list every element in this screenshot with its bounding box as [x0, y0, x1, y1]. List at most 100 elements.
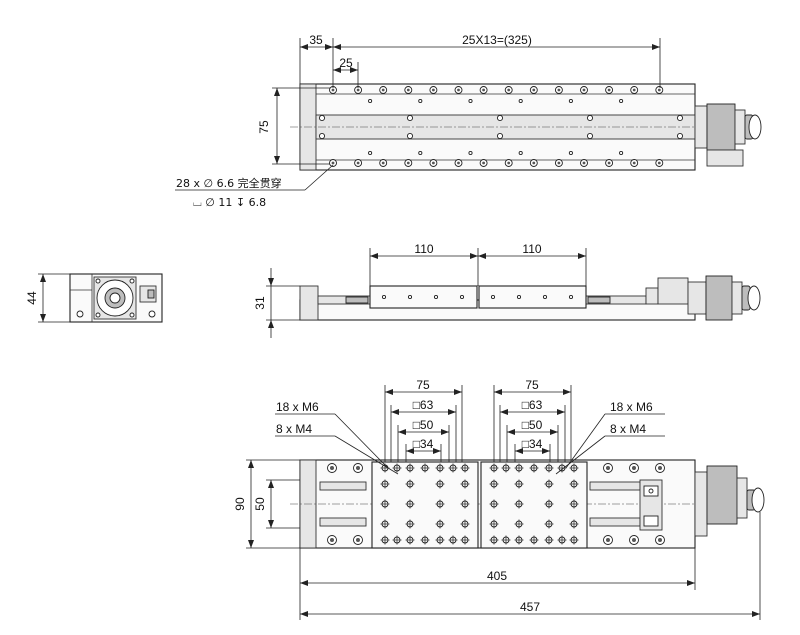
carriage-view-motor	[706, 465, 738, 525]
counterbore-hole-center	[632, 88, 636, 92]
label-m4-right: 8 x M4	[610, 422, 646, 436]
rail-screw	[496, 114, 504, 122]
counterbore-hole-center	[356, 88, 360, 92]
pin-hole	[518, 150, 523, 156]
counterbore-hole-center	[457, 161, 460, 165]
side-carriage-right	[478, 285, 587, 309]
left-dim-63: □63	[413, 398, 434, 412]
dim-50: 50	[253, 497, 267, 511]
side-end-cap	[299, 285, 319, 321]
rail-screw	[676, 132, 684, 140]
base-counterbore-center	[330, 466, 334, 470]
counterbore-hole-center	[557, 161, 561, 165]
right-dim-50: □50	[522, 418, 543, 432]
left-dim-50: □50	[413, 418, 434, 432]
note-thru-holes: 28 x ∅ 6.6 完全贯穿	[176, 176, 282, 190]
base-counterbore-center	[606, 466, 610, 470]
carriage-view-handwheel	[751, 487, 765, 513]
counterbore-hole-center	[381, 161, 385, 165]
top-handwheel	[748, 114, 762, 140]
base-counterbore-center	[658, 538, 662, 542]
side-motor-body	[705, 275, 733, 321]
pin-hole	[368, 98, 373, 104]
counterbore-hole-center	[432, 161, 435, 165]
dim-carriage-1: 110	[414, 242, 433, 256]
carriage-plate-right	[480, 461, 588, 549]
counterbore-hole-center	[657, 161, 661, 165]
dim-end-height: 44	[25, 291, 39, 305]
label-m6-left: 18 x M6	[276, 400, 319, 414]
pin-hole	[568, 150, 573, 156]
carriage-side-hole	[516, 294, 522, 300]
base-counterbore-center	[632, 538, 636, 542]
carriage-view-base-holes	[327, 463, 665, 545]
counterbore-hole-center	[532, 161, 536, 165]
counterbore-hole-center	[607, 88, 611, 92]
pin-hole	[418, 150, 423, 156]
carriage-side-hole	[490, 294, 496, 300]
right-dim-63: □63	[522, 398, 543, 412]
note-counterbore: ⌴ ∅ 11 ↧ 6.8	[193, 196, 266, 209]
pin-hole	[468, 98, 473, 104]
counterbore-hole-center	[607, 161, 611, 165]
rail-screw	[496, 132, 504, 140]
counterbore-hole-center	[582, 161, 586, 165]
counterbore-hole-center	[507, 88, 511, 92]
base-counterbore-center	[356, 538, 360, 542]
counterbore-hole-center	[582, 88, 586, 92]
carriage-side-hole	[568, 294, 574, 300]
rail-screw	[676, 114, 684, 122]
label-m6-right: 18 x M6	[610, 400, 653, 414]
rail-screw	[406, 114, 414, 122]
base-counterbore-center	[606, 538, 610, 542]
counterbore-hole-center	[507, 161, 511, 165]
pin-hole	[418, 98, 423, 104]
side-carriage-left	[369, 285, 478, 309]
counterbore-hole-center	[557, 88, 561, 92]
side-view: 110 110 31	[253, 242, 761, 338]
dim-carriage-2: 110	[522, 242, 541, 256]
pin-hole	[518, 98, 523, 104]
base-counterbore-center	[658, 466, 662, 470]
counterbore-hole-center	[356, 161, 360, 165]
top-view: 35 25X13=(325) 25 75 28 x ∅ 6.6 完全贯穿 ⌴ ∅…	[175, 33, 762, 209]
carriage-side-hole	[407, 294, 413, 300]
side-motor-mount	[657, 277, 689, 305]
carriage-side-hole	[542, 294, 548, 300]
dim-side-height: 31	[253, 296, 267, 310]
left-dim-34: □34	[413, 437, 434, 451]
right-dim-34: □34	[522, 437, 543, 451]
pin-hole	[619, 150, 624, 156]
carriage-view: 75 □63 □50 □34 75 □63 □50 □34 18 x M6	[233, 378, 765, 620]
pin-hole	[568, 98, 573, 104]
counterbore-hole-center	[457, 88, 460, 92]
left-dim-75: 75	[416, 378, 430, 392]
pin-hole	[468, 150, 473, 156]
carriage-side-hole	[433, 294, 439, 300]
counterbore-hole-center	[532, 88, 536, 92]
dim-pitch-total: 25X13=(325)	[462, 33, 532, 47]
counterbore-hole-center	[632, 161, 636, 165]
counterbore-hole-center	[482, 161, 485, 165]
dim-pitch-start: 35	[309, 33, 323, 47]
rail-screw	[406, 132, 414, 140]
side-handwheel	[747, 285, 761, 311]
counterbore-hole-center	[331, 88, 335, 92]
pin-hole	[619, 98, 624, 104]
top-motor-flange	[694, 105, 708, 149]
counterbore-hole-center	[406, 88, 410, 92]
rail-screw	[318, 114, 326, 122]
base-counterbore-center	[330, 538, 334, 542]
counterbore-hole-center	[381, 88, 385, 92]
carriage-threaded-holes	[380, 463, 579, 545]
end-view: 44	[25, 273, 163, 323]
rail-screw	[586, 114, 594, 122]
dim-width-75: 75	[257, 120, 271, 134]
counterbore-hole-center	[657, 88, 661, 92]
top-motor-body	[706, 103, 736, 151]
top-motor-connector	[706, 149, 744, 167]
dim-405: 405	[487, 569, 507, 583]
dim-457: 457	[520, 600, 540, 614]
side-carriage-holes	[381, 294, 574, 300]
